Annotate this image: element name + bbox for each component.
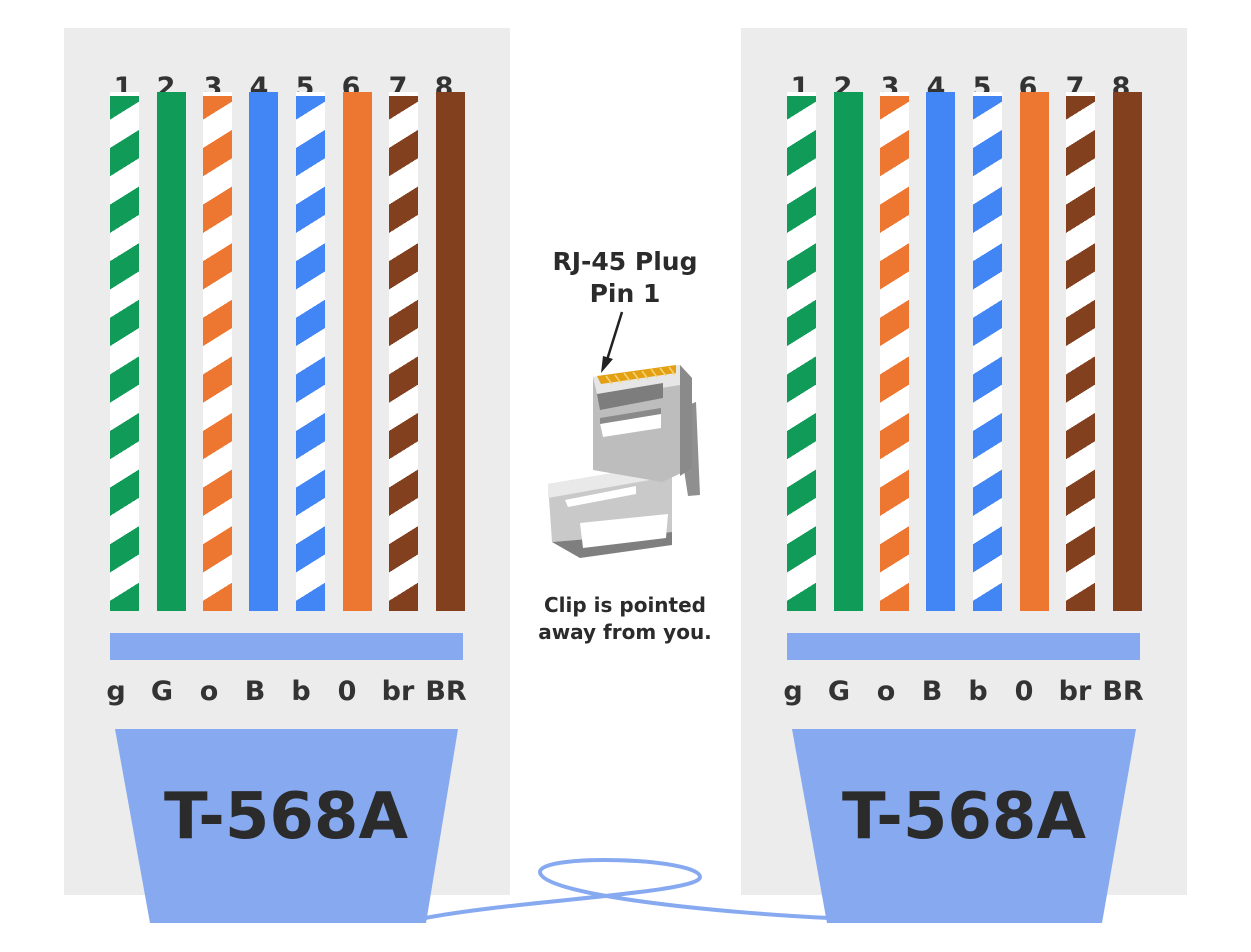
wire-code: b [291,676,311,707]
wire-code: G [150,676,174,707]
cable-line [424,858,831,920]
plug-title: RJ-45 Plug Pin 1 [475,246,775,310]
wire-code: B [921,676,943,707]
wire-5 [296,92,325,611]
wire-code: br [381,676,415,707]
wire-code: br [1058,676,1092,707]
connector-bar [110,633,463,660]
wire-code: BR [1102,676,1144,707]
wire-code: b [968,676,988,707]
wire-code: 0 [337,676,357,707]
wire-code: B [244,676,266,707]
connector-bar [787,633,1140,660]
wire-7 [389,92,418,611]
wire-4 [249,92,278,611]
wire-4 [926,92,955,611]
wire-code: 0 [1014,676,1034,707]
wire-8 [436,92,465,611]
clip-note: Clip is pointed away from you. [475,592,775,646]
plug-title-line-1: RJ-45 Plug [552,247,698,276]
plug-title-line-2: Pin 1 [589,279,661,308]
wire-1 [787,92,816,611]
wire-1 [110,92,139,611]
right-connector-boot [792,729,1136,923]
wire-code: o [876,676,896,707]
wire-8 [1113,92,1142,611]
wire-2 [834,92,863,611]
pin1-arrow [601,311,624,373]
clip-note-line-1: Clip is pointed [544,593,706,617]
wire-3 [203,92,232,611]
wire-code: o [199,676,219,707]
wire-6 [343,92,372,611]
left-connector-boot [115,729,458,923]
wire-code: G [827,676,851,707]
wire-5 [973,92,1002,611]
clip-note-line-2: away from you. [538,620,712,644]
rj45-plug-icon [548,365,700,558]
right-standard-label: T-568A [842,780,1086,854]
left-standard-label: T-568A [164,780,408,854]
wire-code: BR [425,676,467,707]
wire-2 [157,92,186,611]
wire-code: g [783,676,803,707]
wire-6 [1020,92,1049,611]
wire-7 [1066,92,1095,611]
wire-3 [880,92,909,611]
wire-code: g [106,676,126,707]
